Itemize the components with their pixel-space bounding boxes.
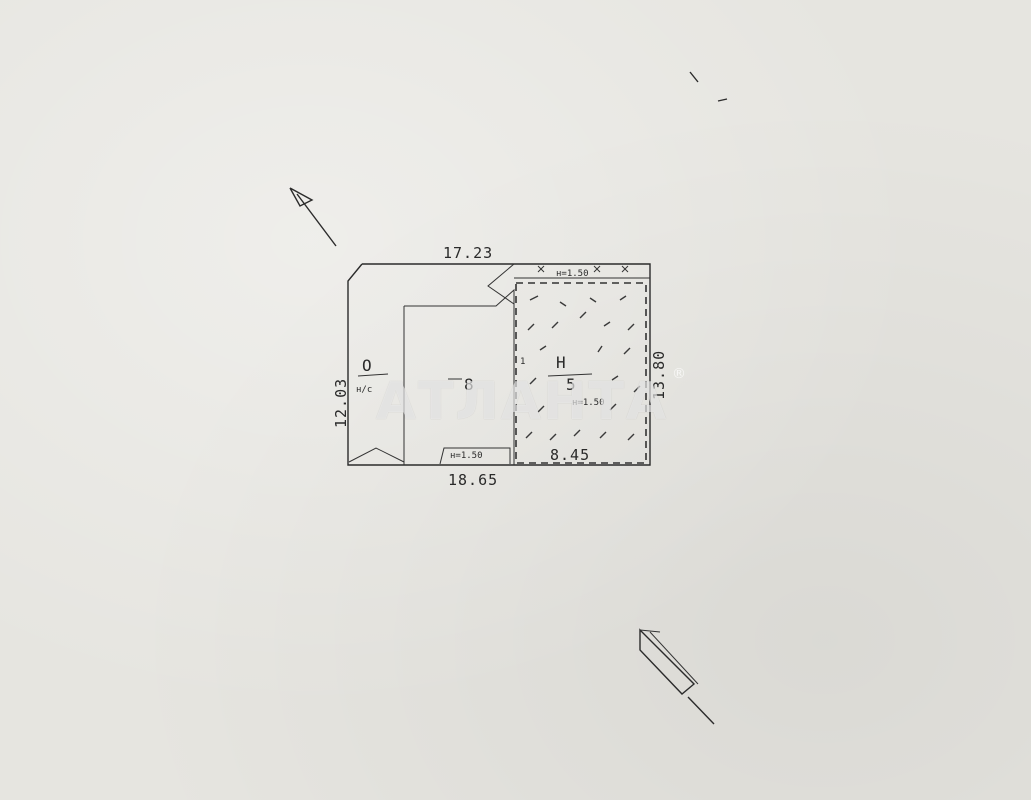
room-main-outline	[404, 263, 515, 465]
entrance-arrow-icon	[639, 628, 715, 725]
top-strip-height: н=1.50	[556, 269, 589, 279]
watermark-logo: АТЛАНТА	[375, 372, 669, 432]
dimension-top: 17.23	[443, 244, 493, 262]
room-o-outline	[348, 306, 405, 465]
dimension-left: 12.03	[332, 378, 350, 428]
room-h-letter: Н	[556, 353, 566, 372]
room-o-letter: О	[362, 356, 372, 375]
dimension-right: 13.80	[650, 350, 668, 400]
room-h-dashed-outline	[515, 265, 647, 464]
lot-boundary	[347, 263, 651, 466]
north-arrow-icon	[289, 187, 337, 247]
paper-specks	[689, 71, 728, 102]
room-h-height: н=1.50	[572, 398, 605, 408]
room-main-height: н=1.50	[450, 451, 483, 461]
side-mark: 1	[520, 357, 525, 367]
room-h-number: 5	[566, 375, 576, 394]
room-main-label: 8	[464, 375, 474, 394]
room-o-note: н/с	[356, 385, 372, 395]
watermark-registered-mark: ®	[672, 366, 686, 382]
dimension-inner-bottom: 8.45	[550, 446, 590, 464]
dimension-bottom: 18.65	[448, 471, 498, 489]
